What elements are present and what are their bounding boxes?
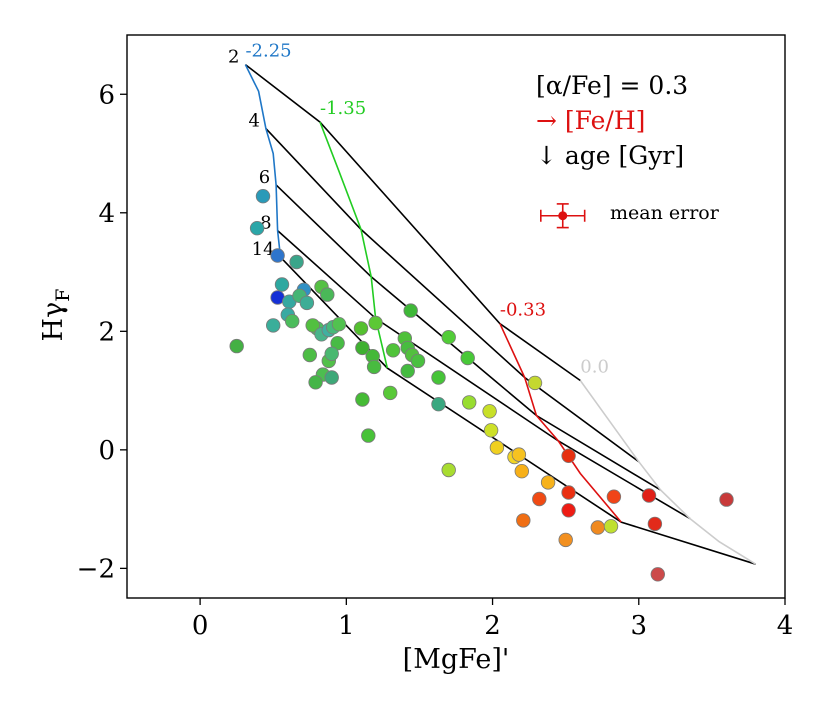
feh-line-3 <box>579 380 757 565</box>
data-point <box>285 314 300 329</box>
data-point <box>324 346 339 362</box>
data-point <box>302 347 318 363</box>
data-point <box>361 428 376 443</box>
feh-label-1: -1.35 <box>320 98 366 119</box>
data-point <box>308 375 323 390</box>
data-point <box>650 567 666 582</box>
data-point <box>383 385 398 401</box>
age-line-14 <box>279 256 757 565</box>
y-tick-label: −2 <box>77 554 115 584</box>
data-point <box>532 491 547 507</box>
legend-mean-error: mean error <box>610 202 720 224</box>
age-line-6 <box>275 184 662 491</box>
data-point <box>462 395 477 410</box>
y-tick-label: 0 <box>98 436 115 466</box>
age-label-14: 14 <box>252 239 275 260</box>
data-point <box>355 340 370 356</box>
x-tick-label: 3 <box>631 611 648 641</box>
x-tick-label: 2 <box>484 611 501 641</box>
legend-errorbar <box>540 203 586 229</box>
feh-label-0: -2.25 <box>245 41 291 62</box>
data-point <box>603 519 619 534</box>
x-tick-label: 1 <box>338 611 355 641</box>
data-point <box>441 330 456 345</box>
data-point <box>255 188 271 204</box>
data-point <box>229 338 244 354</box>
age-label-6: 6 <box>259 167 270 188</box>
y-axis-title-main: Hγ <box>38 302 69 342</box>
legend: [α/Fe] = 0.3 → [Fe/H] ↓ age [Gyr] mean e… <box>536 71 720 229</box>
data-point <box>511 447 527 462</box>
data-point <box>410 353 426 369</box>
data-point <box>353 321 369 336</box>
data-point <box>431 370 446 385</box>
data-point <box>719 492 734 507</box>
data-point <box>460 350 475 366</box>
data-point <box>305 318 320 333</box>
x-tick-label: 4 <box>777 611 794 641</box>
legend-fe-h: → [Fe/H] <box>536 106 645 135</box>
age-label-2: 2 <box>228 47 239 68</box>
data-point <box>431 397 446 412</box>
data-point <box>299 295 315 311</box>
data-point <box>289 254 304 270</box>
data-point <box>324 370 339 385</box>
data-point <box>403 303 418 318</box>
feh-line-0 <box>244 64 282 258</box>
data-point <box>561 503 576 518</box>
data-point <box>558 532 573 548</box>
legend-age: ↓ age [Gyr] <box>536 141 684 170</box>
data-point <box>320 287 335 302</box>
data-point <box>514 464 530 479</box>
data-point <box>561 448 576 464</box>
feh-line-2 <box>499 323 622 523</box>
data-point <box>331 317 347 332</box>
data-point <box>590 520 606 535</box>
data-point <box>647 516 663 532</box>
plot-frame <box>126 34 786 599</box>
data-point <box>385 343 401 358</box>
data-point <box>249 220 265 236</box>
data-point <box>482 404 497 419</box>
age-label-4: 4 <box>248 111 259 132</box>
age-line-8 <box>277 230 691 520</box>
age-label-8: 8 <box>260 213 271 234</box>
x-tick-label: 0 <box>192 611 209 641</box>
data-point <box>489 440 505 455</box>
y-axis-title-sub: F <box>52 289 74 302</box>
data-point <box>441 462 456 478</box>
data-point <box>516 513 531 528</box>
data-point <box>274 277 290 292</box>
y-tick-label: 6 <box>98 80 115 110</box>
x-axis-title: [MgFe]' <box>403 644 510 675</box>
y-tick-label: 4 <box>98 199 115 229</box>
data-point <box>641 488 657 503</box>
marks-layer: 2 4 6 8 14 -2.25 -1.35 -0.33 0.0 <box>228 41 757 582</box>
data-point <box>540 475 556 490</box>
data-point <box>606 489 622 504</box>
data-point <box>483 423 499 438</box>
age-line-2 <box>244 63 581 382</box>
feh-label-2: -0.33 <box>500 300 546 321</box>
data-point <box>561 485 576 500</box>
data-point <box>355 392 370 407</box>
data-point <box>266 318 281 333</box>
data-point <box>270 248 285 263</box>
errorbar-marker <box>558 211 568 221</box>
data-point <box>366 359 382 375</box>
legend-alpha-fe: [α/Fe] = 0.3 <box>536 71 688 100</box>
y-tick-label: 2 <box>98 317 115 347</box>
feh-label-3: 0.0 <box>580 357 609 378</box>
age-line-4 <box>265 128 640 463</box>
y-axis-title: HγF <box>38 289 74 342</box>
data-point <box>400 363 415 379</box>
data-point <box>527 375 543 391</box>
data-point <box>368 315 383 331</box>
ticks-layer: 0 1 2 3 4 −2 0 2 4 6 <box>77 80 794 641</box>
